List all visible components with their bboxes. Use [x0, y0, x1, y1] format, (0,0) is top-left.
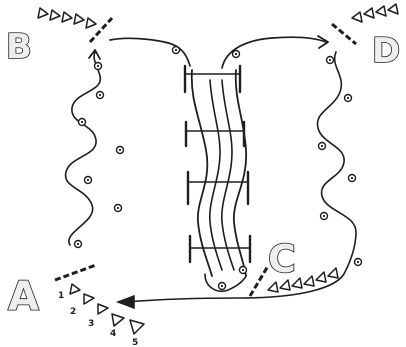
right-slalom-path	[125, 51, 357, 303]
cones-d	[351, 3, 399, 23]
ball-marker	[238, 265, 248, 275]
hurdle-2	[184, 120, 246, 148]
cone-number-1: 1	[58, 291, 64, 301]
gate-d	[331, 22, 357, 46]
station-label-b: B	[6, 27, 32, 67]
station-label-d: D	[372, 31, 400, 71]
gate-b	[88, 16, 114, 44]
ball-marker	[319, 211, 329, 221]
hurdle-4	[188, 234, 252, 264]
station-label-c: C	[268, 237, 296, 281]
ball-marker	[217, 281, 227, 291]
ball-marker	[353, 257, 363, 267]
ball-marker	[317, 141, 327, 151]
cone-number-3: 3	[88, 319, 94, 329]
ball-marker	[115, 145, 125, 155]
central-channel	[190, 69, 247, 292]
gate-c	[248, 265, 270, 297]
ball-marker	[325, 55, 335, 65]
ball-marker	[73, 239, 83, 249]
hurdle-1	[183, 64, 242, 94]
gate-a	[54, 263, 97, 282]
d-arrow-head	[317, 35, 329, 49]
ball-marker	[347, 173, 357, 183]
ball-marker	[95, 90, 105, 100]
ball-marker	[83, 175, 93, 185]
cone-number-2: 2	[70, 307, 76, 317]
center-to-d-arrow	[221, 36, 327, 69]
left-slalom-path	[64, 51, 101, 246]
ball-markers	[73, 45, 363, 291]
ball-marker	[113, 203, 123, 213]
cone-number-4: 4	[110, 329, 116, 339]
cones-b	[37, 7, 97, 29]
cones-a	[69, 283, 145, 335]
ball-marker	[231, 49, 241, 59]
cones-c	[267, 267, 339, 293]
hurdle-3	[186, 170, 250, 206]
ball-marker	[171, 45, 181, 55]
bottom-arrow-head	[115, 294, 135, 310]
station-label-a: A	[8, 274, 39, 320]
left-arrow-head	[88, 49, 101, 60]
ball-marker	[77, 117, 87, 127]
ball-marker	[93, 61, 103, 71]
cone-number-5: 5	[132, 338, 138, 347]
ball-marker	[343, 93, 353, 103]
